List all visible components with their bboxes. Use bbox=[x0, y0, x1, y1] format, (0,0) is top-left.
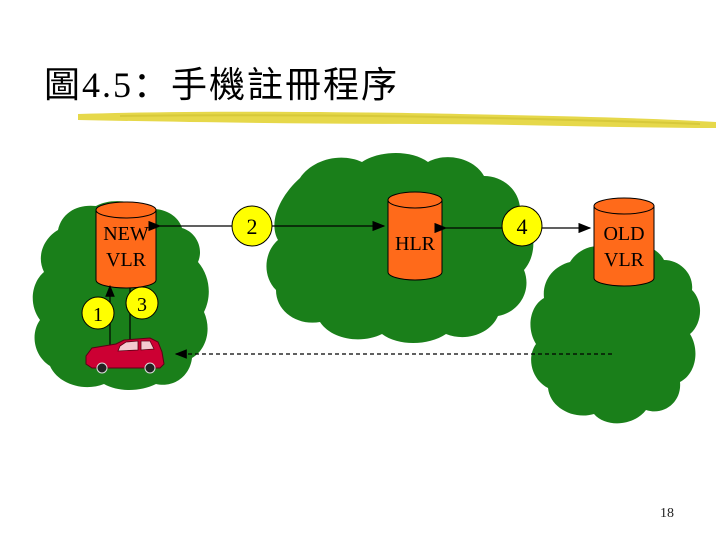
new-network-cloud bbox=[32, 201, 209, 390]
step-3-label: 3 bbox=[137, 294, 147, 316]
car-icon bbox=[85, 337, 165, 374]
old-vlr-label-line1: OLD bbox=[603, 223, 644, 245]
hlr-database: HLR bbox=[387, 191, 443, 281]
page-number: 18 bbox=[660, 506, 674, 521]
title-underline bbox=[78, 111, 716, 128]
new-vlr-label-line1: NEW bbox=[103, 223, 149, 245]
old-vlr-database: OLD VLR bbox=[593, 197, 655, 287]
step-1-label: 1 bbox=[93, 304, 103, 326]
step-4-label: 4 bbox=[517, 214, 528, 239]
new-vlr-database: NEW VLR bbox=[95, 201, 157, 289]
new-vlr-label-line2: VLR bbox=[106, 249, 147, 271]
step-3-marker: 3 bbox=[125, 286, 159, 320]
old-vlr-label-line2: VLR bbox=[604, 249, 645, 271]
step-1-marker: 1 bbox=[81, 296, 115, 330]
step-2-marker: 2 bbox=[231, 205, 273, 247]
hlr-label: HLR bbox=[395, 233, 436, 255]
step-4-marker: 4 bbox=[501, 205, 543, 247]
step-2-label: 2 bbox=[247, 214, 258, 239]
slide-title: 圖4.5：手機註冊程序 bbox=[44, 65, 400, 105]
old-network-cloud bbox=[530, 244, 701, 424]
